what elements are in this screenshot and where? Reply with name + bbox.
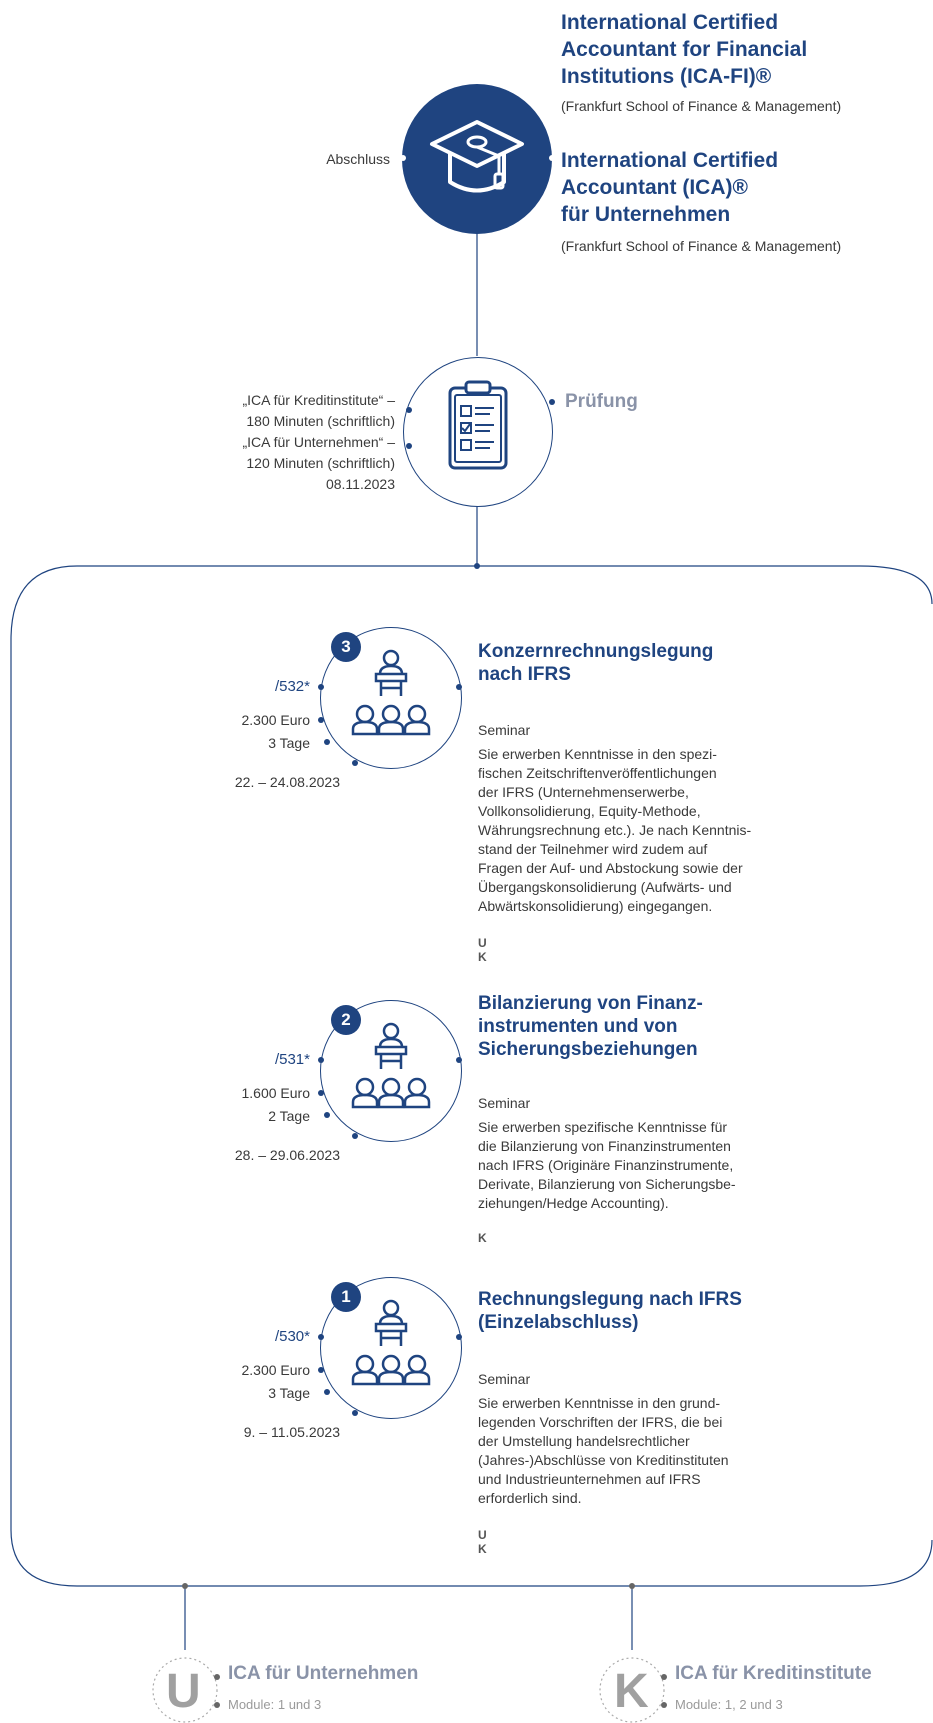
- module-number-badge: 1: [331, 1282, 361, 1312]
- dotted-circle-icon: [152, 1657, 218, 1723]
- module-date: 22. – 24.08.2023: [234, 774, 340, 790]
- pruefung-label: Prüfung: [565, 391, 638, 412]
- legend-sub: Module: 1 und 3: [228, 1697, 322, 1712]
- legend-title: ICA für Unternehmen: [228, 1663, 419, 1684]
- module-type: Seminar: [478, 1095, 531, 1111]
- presentation-audience-icon: [351, 1299, 431, 1386]
- presentation-audience-icon: [351, 649, 431, 736]
- module-number-badge: 2: [331, 1005, 361, 1035]
- pruefung-info: „ICA für Kreditinstitute“ – 180 Minuten …: [242, 392, 395, 492]
- module-date: 28. – 29.06.2023: [234, 1147, 340, 1163]
- module-tags: U K: [478, 936, 492, 964]
- subtitle-ica-unternehmen: (Frankfurt School of Finance & Managemen…: [561, 238, 842, 254]
- title-ica-fi: International Certified Accountant for F…: [561, 11, 808, 88]
- module-code: /530*: [274, 1328, 310, 1345]
- seminar-node: [320, 627, 462, 769]
- module-title: Bilanzierung von Finanz- instrumenten un…: [478, 993, 703, 1060]
- module-type: Seminar: [478, 1371, 531, 1387]
- module-price: 2.300 Euro: [241, 1362, 311, 1378]
- module-duration: 2 Tage: [268, 1108, 310, 1124]
- module-tags: K: [478, 1231, 492, 1245]
- module-description: Sie erwerben Kenntnisse in den grund- le…: [478, 1395, 729, 1506]
- module-code: /532*: [274, 678, 310, 695]
- legend-kreditinstitute: K ICA für Kreditinstitute Module: 1, 2 u…: [592, 1650, 932, 1723]
- module-description: Sie erwerben Kenntnisse in den spezi- fi…: [478, 746, 752, 914]
- module-tags: U K: [478, 1528, 492, 1556]
- legend-letter: K: [614, 1665, 649, 1718]
- module-title: Rechnungslegung nach IFRS (Einzelabschlu…: [478, 1289, 742, 1333]
- graduation-cap-icon: [430, 120, 524, 193]
- module-date: 9. – 11.05.2023: [243, 1424, 340, 1440]
- legend-letter: U: [166, 1665, 201, 1718]
- pruefung-node: [403, 357, 553, 507]
- clipboard-checklist-icon: [448, 380, 508, 470]
- legend-title: ICA für Kreditinstitute: [675, 1663, 872, 1684]
- module-price: 1.600 Euro: [241, 1085, 311, 1101]
- subtitle-ica-fi: (Frankfurt School of Finance & Managemen…: [561, 98, 842, 114]
- module-title: Konzernrechnungslegung nach IFRS: [478, 641, 714, 685]
- title-ica-unternehmen: International Certified Accountant (ICA)…: [561, 149, 779, 226]
- legend-unternehmen: U ICA für Unternehmen Module: 1 und 3: [145, 1650, 525, 1723]
- module-code: /531*: [274, 1051, 310, 1068]
- abschluss-label: Abschluss: [326, 151, 390, 167]
- module-number-badge: 3: [331, 632, 361, 662]
- module-duration: 3 Tage: [268, 735, 310, 751]
- presentation-audience-icon: [351, 1022, 431, 1109]
- module-type: Seminar: [478, 722, 531, 738]
- legend-sub: Module: 1, 2 und 3: [675, 1697, 783, 1712]
- abschluss-node: [402, 84, 552, 234]
- module-price: 2.300 Euro: [241, 712, 311, 728]
- dotted-circle-icon: [599, 1657, 665, 1723]
- module-duration: 3 Tage: [268, 1385, 310, 1401]
- module-description: Sie erwerben spezifische Kenntnisse für …: [478, 1119, 736, 1211]
